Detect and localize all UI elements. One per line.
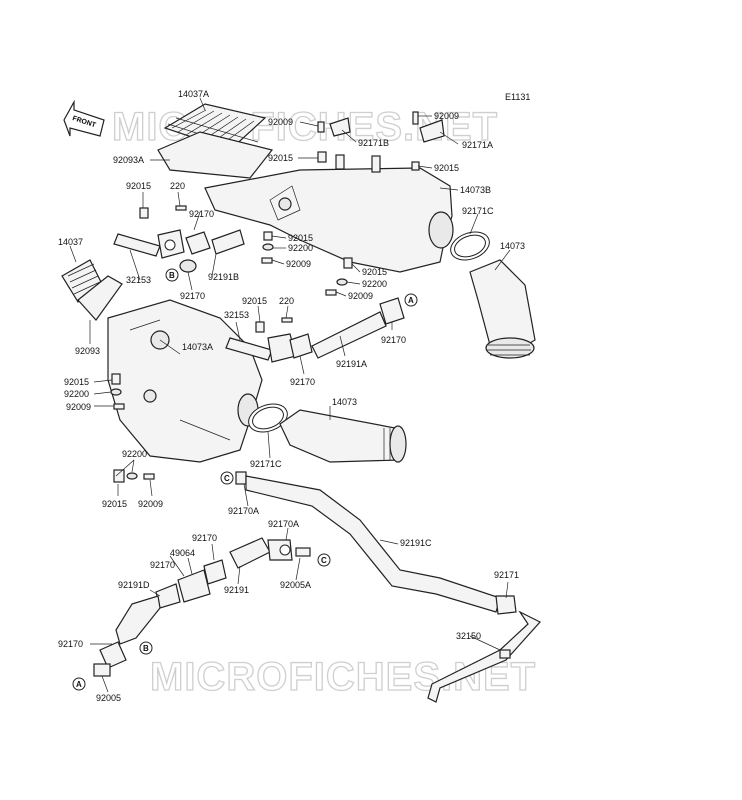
duct-14073-lower <box>279 409 407 463</box>
part-label: 92005 <box>96 693 121 703</box>
part-label: 32150 <box>456 631 481 641</box>
watermark-bottom: MICROFICHES.NET <box>150 655 536 699</box>
part-label: 92009 <box>348 291 373 301</box>
part-label: 92015 <box>102 499 127 509</box>
part-label: 32153 <box>224 310 249 320</box>
hardware-middle <box>261 231 353 296</box>
part-label: 92170 <box>150 560 175 570</box>
part-label: 92191D <box>118 580 150 590</box>
part-label: 92009 <box>138 499 163 509</box>
pipe-32150 <box>427 610 541 703</box>
part-label: 92170 <box>189 209 214 219</box>
svg-text:A: A <box>408 296 414 305</box>
connector-b-upper: B <box>165 268 179 282</box>
part-label: 92200 <box>362 279 387 289</box>
part-label: 14073 <box>332 397 357 407</box>
part-label: 92005A <box>280 580 311 590</box>
part-label: 92170 <box>58 639 83 649</box>
part-label: 92171A <box>462 140 493 150</box>
svg-text:C: C <box>224 474 230 483</box>
part-label: 92171C <box>250 459 282 469</box>
part-label: 92015 <box>64 377 89 387</box>
part-label: 92170 <box>180 291 205 301</box>
front-arrow-icon: FRONT <box>63 99 105 137</box>
part-label: 92200 <box>122 449 147 459</box>
hose-assembly-lower-left <box>93 537 311 677</box>
hardware-top <box>317 111 445 171</box>
part-label: 92191 <box>224 585 249 595</box>
part-label: 92170A <box>268 519 299 529</box>
pipe-32153-lower <box>225 297 405 363</box>
part-label: 92009 <box>434 111 459 121</box>
part-label: 92015 <box>434 163 459 173</box>
leader-lines <box>69 97 511 693</box>
duct-14073-right <box>469 259 536 359</box>
svg-text:C: C <box>321 556 327 565</box>
connector-a-upper: A <box>404 293 418 307</box>
part-label: 92093 <box>75 346 100 356</box>
part-label: 92191A <box>336 359 367 369</box>
clamp-92171c-upper <box>450 231 490 261</box>
svg-text:B: B <box>169 271 175 280</box>
air-box-14073b <box>204 154 454 273</box>
connector-a-lower: A <box>72 677 86 691</box>
pipe-32153-upper <box>113 205 245 273</box>
part-label: 92093A <box>113 155 144 165</box>
part-label: 220 <box>170 181 185 191</box>
part-label: 92200 <box>64 389 89 399</box>
part-label: 92009 <box>268 117 293 127</box>
part-label: 14037 <box>58 237 83 247</box>
part-label: 220 <box>279 296 294 306</box>
part-label: 92015 <box>126 181 151 191</box>
connector-c-middle: C <box>220 471 234 485</box>
part-label: 92170 <box>381 335 406 345</box>
part-label: 92171B <box>358 138 389 148</box>
diagram-code: E1131 <box>505 92 530 102</box>
part-label: 92191C <box>400 538 432 548</box>
part-labels: 14037A 92009 92171B 92009 92171A 92015 9… <box>58 89 525 703</box>
part-label: 49064 <box>170 548 195 558</box>
part-label: 92171C <box>462 206 494 216</box>
part-label: 92015 <box>268 153 293 163</box>
foam-92093a <box>157 131 274 179</box>
svg-text:B: B <box>143 644 149 653</box>
connector-b-lower: B <box>139 641 153 655</box>
part-label: 14073B <box>460 185 491 195</box>
part-label: 92170 <box>192 533 217 543</box>
part-label: 92191B <box>208 272 239 282</box>
part-label: 92170 <box>290 377 315 387</box>
part-label: 14037A <box>178 89 209 99</box>
part-label: 92015 <box>242 296 267 306</box>
part-label: 14073A <box>182 342 213 352</box>
part-label: 92009 <box>66 402 91 412</box>
part-label: 14073 <box>500 241 525 251</box>
part-label: 92015 <box>362 267 387 277</box>
part-label: 92009 <box>286 259 311 269</box>
part-label: 32153 <box>126 275 151 285</box>
connector-c-lower: C <box>317 553 331 567</box>
hose-92191c <box>235 471 517 615</box>
foam-92093 <box>77 275 123 321</box>
hardware-lower-left <box>110 373 155 483</box>
air-box-14073a <box>107 299 263 463</box>
part-label: 92200 <box>288 243 313 253</box>
part-label: 92170A <box>228 506 259 516</box>
svg-text:A: A <box>76 680 82 689</box>
part-label: 92171 <box>494 570 519 580</box>
part-label: 92015 <box>288 233 313 243</box>
clamp-92171c-lower <box>248 403 288 433</box>
